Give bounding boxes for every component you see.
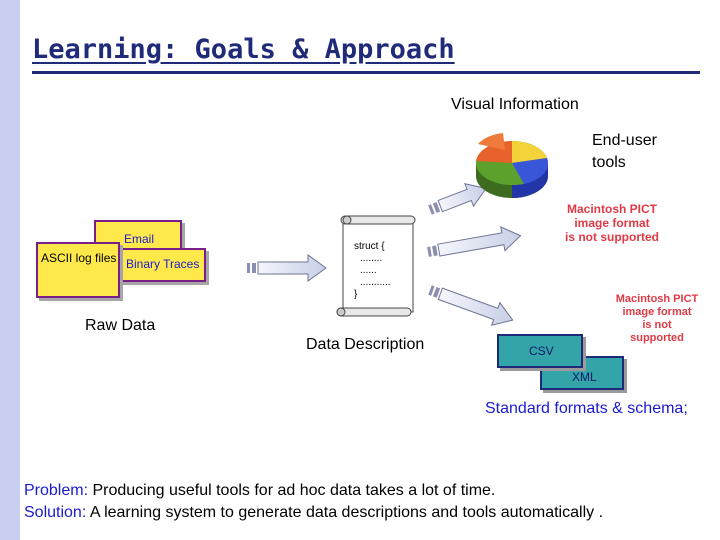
pict-notice-top-line-3: is not supported [565,230,659,244]
email-file-label: Email [124,232,155,246]
csv-label: CSV [529,344,554,358]
binary-traces-file: Binary Traces [120,248,206,282]
title-underline [32,71,700,74]
arrow-description-to-formats [428,285,514,326]
pict-notice-bottom-line-1: Macintosh PICT [615,293,699,305]
pict-notice-top-line-2: image format [574,216,650,230]
struct-line-1: struct { [354,241,385,252]
pict-notice-bottom-line-3: is not supported [630,319,684,344]
end-user-tools-line-2: tools [592,154,626,171]
description-scroll [336,215,416,317]
ascii-log-file: ASCII log files [36,242,120,298]
problem-label: Problem: [24,482,89,499]
pict-notice-bottom-line-2: image format [622,306,692,318]
pict-notice-top: Macintosh PICT image format is not suppo… [560,202,664,244]
csv-document: CSV [497,334,583,368]
end-user-tools-line-1: End-user [592,132,657,149]
solution-text: A learning system to generate data descr… [86,504,604,521]
arrow-description-to-visual [428,183,487,215]
struct-line-3: ...... [360,265,377,276]
struct-line-4: ........... [360,277,391,288]
solution-label: Solution: [24,504,87,521]
visual-information-label: Visual Information [451,96,579,113]
struct-line-5: } [354,289,358,300]
xml-label: XML [572,370,597,384]
slide-sidebar-bar [0,0,20,540]
slide-title: Learning: Goals & Approach [32,34,455,65]
struct-line-2: ........ [360,253,383,264]
pie-chart-icon [476,133,549,198]
pict-notice-bottom: Macintosh PICT image format is not suppo… [614,293,700,345]
binary-traces-label: Binary Traces [126,257,200,271]
arrow-description-to-tools [427,226,522,257]
data-description-label: Data Description [306,336,425,353]
problem-text: Producing useful tools for ad hoc data t… [88,482,496,499]
problem-line: Problem: Producing useful tools for ad h… [24,480,603,502]
ascii-log-label: ASCII log files [41,251,117,265]
arrow-raw-to-description [247,254,327,282]
solution-line: Solution: A learning system to generate … [24,502,603,524]
raw-data-label: Raw Data [85,317,156,334]
pict-notice-top-line-1: Macintosh PICT [566,202,657,216]
problem-solution-block: Problem: Producing useful tools for ad h… [24,480,603,524]
standard-formats-label: Standard formats & schema; [485,400,688,417]
